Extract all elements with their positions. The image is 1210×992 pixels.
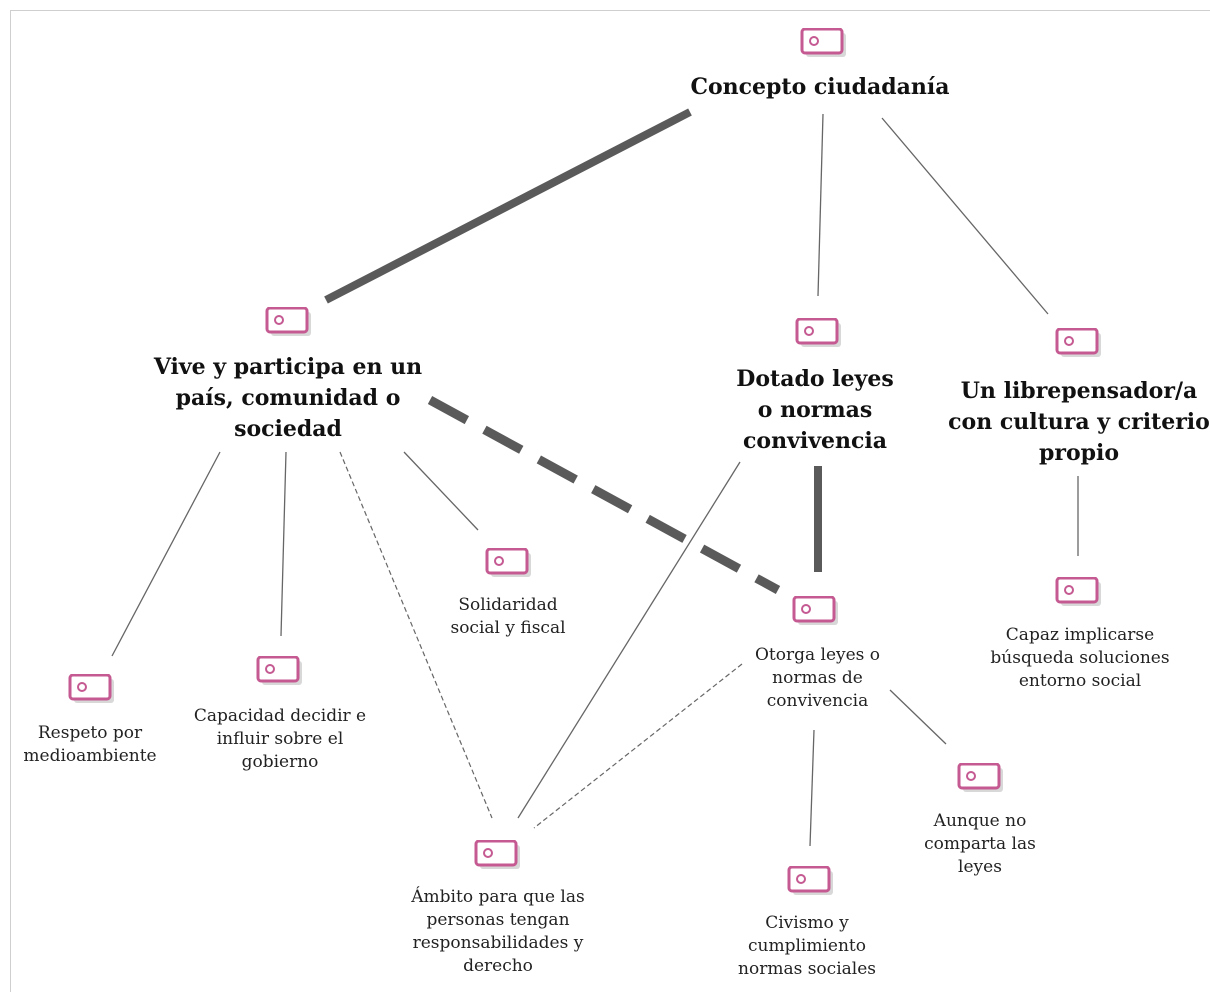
node-civismo[interactable]: Civismo y cumplimiento normas sociales <box>722 912 892 981</box>
link-otorga-aunque <box>889 689 947 745</box>
tag-icon[interactable] <box>256 656 304 686</box>
node-label: Respeto por medioambiente <box>23 723 157 766</box>
node-label: Otorga leyes o normas de convivencia <box>754 645 881 711</box>
node-librepensador[interactable]: Un librepensador/a con cultura y criteri… <box>945 376 1210 468</box>
node-vive-y-participa[interactable]: Vive y participa en un país, comunidad o… <box>138 352 438 444</box>
link-vive-solidaridad <box>403 451 479 531</box>
frame-border-top <box>10 10 1210 11</box>
node-respeto[interactable]: Respeto por medioambiente <box>20 722 160 768</box>
tag-icon[interactable] <box>795 318 843 348</box>
node-ambito[interactable]: Ámbito para que las personas tengan resp… <box>388 886 608 978</box>
node-label: Capaz implicarse búsqueda soluciones ent… <box>990 625 1170 691</box>
tag-icon[interactable] <box>800 28 848 58</box>
link-otorga-civismo <box>809 729 815 847</box>
node-label: Solidaridad social y fiscal <box>450 595 566 638</box>
link-otorga-ambito <box>533 663 743 829</box>
node-label: Dotado leyes o normas convivencia <box>736 366 894 454</box>
node-label: Concepto ciudadanía <box>690 74 950 100</box>
tag-icon[interactable] <box>485 548 533 578</box>
link-dotado-ambito <box>517 461 741 819</box>
node-concepto-ciudadania[interactable]: Concepto ciudadanía <box>660 72 980 103</box>
node-label: Vive y participa en un país, comunidad o… <box>153 354 423 442</box>
tag-icon[interactable] <box>474 840 522 870</box>
link-root-dotado <box>817 113 824 297</box>
tag-icon[interactable] <box>792 596 840 626</box>
node-capaz-implicarse[interactable]: Capaz implicarse búsqueda soluciones ent… <box>980 624 1180 693</box>
link-root-vive <box>324 108 692 304</box>
tag-icon[interactable] <box>957 763 1005 793</box>
node-label: Ámbito para que las personas tengan resp… <box>411 887 585 976</box>
tag-icon[interactable] <box>1055 328 1103 358</box>
node-solidaridad[interactable]: Solidaridad social y fiscal <box>428 594 588 640</box>
tag-icon[interactable] <box>265 307 313 337</box>
tag-icon[interactable] <box>787 866 835 896</box>
link-vive-capacidad <box>280 451 287 637</box>
tag-icon[interactable] <box>1055 577 1103 607</box>
frame-border-left <box>10 10 11 992</box>
node-label: Aunque no comparta las leyes <box>924 811 1036 877</box>
node-label: Civismo y cumplimiento normas sociales <box>738 913 876 979</box>
node-otorga-leyes[interactable]: Otorga leyes o normas de convivencia <box>735 644 900 713</box>
node-capacidad-decidir[interactable]: Capacidad decidir e influir sobre el gob… <box>175 705 385 774</box>
node-label: Un librepensador/a con cultura y criteri… <box>948 378 1210 466</box>
node-label: Capacidad decidir e influir sobre el gob… <box>193 706 367 772</box>
link-vive-ambito <box>339 451 493 819</box>
link-root-libre <box>881 117 1049 315</box>
node-dotado-leyes[interactable]: Dotado leyes o normas convivencia <box>715 364 915 456</box>
link-vive-otorga <box>427 396 781 594</box>
node-aunque-no-comparta[interactable]: Aunque no comparta las leyes <box>910 810 1050 879</box>
link-vive-respeto <box>111 451 221 657</box>
tag-icon[interactable] <box>68 674 116 704</box>
